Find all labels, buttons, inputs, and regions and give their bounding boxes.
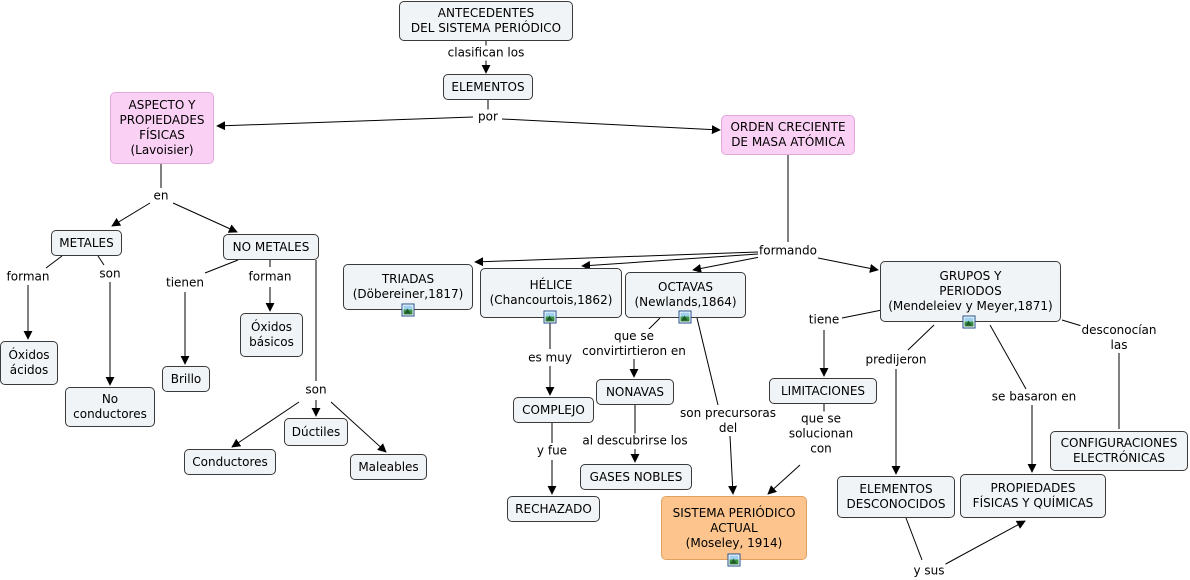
node-octavas[interactable]: OCTAVAS (Newlands,1864): [625, 272, 746, 318]
line-formando-helice: [581, 253, 759, 270]
node-elementos[interactable]: ELEMENTOS: [443, 74, 533, 100]
line-grupos-predijeron: [907, 324, 935, 351]
node-no-conductores[interactable]: No conductores: [65, 387, 155, 427]
node-helice[interactable]: HÉLICE (Chancourtois,1862): [480, 268, 622, 318]
link-label-formando: formando: [758, 243, 818, 259]
link-label-en: en: [152, 188, 170, 204]
link-label-es-muy: es muy: [527, 350, 573, 366]
node-metales[interactable]: METALES: [51, 230, 122, 256]
node-complejo[interactable]: COMPLEJO: [513, 397, 594, 423]
link-label-tiene: tiene: [807, 312, 841, 328]
node-aspecto-propiedades[interactable]: ASPECTO Y PROPIEDADES FÍSICAS (Lavoisier…: [110, 92, 214, 164]
node-ductiles[interactable]: Dúctiles: [284, 418, 348, 446]
node-oxidos-basicos[interactable]: Óxidos básicos: [240, 313, 303, 357]
line-metales-son: [97, 255, 105, 266]
node-orden-creciente[interactable]: ORDEN CRECIENTE DE MASA ATÓMICA: [721, 115, 855, 155]
node-maleables[interactable]: Maleables: [350, 454, 427, 480]
line-son-maleables: [330, 401, 387, 453]
line-octavas-queseconv: [647, 317, 661, 331]
line-ysus-propiedades: [941, 520, 1026, 567]
link-label-y-sus: y sus: [912, 563, 946, 579]
link-label-al-descubrirse: al descubrirse los: [581, 433, 689, 449]
line-son-conductores: [231, 401, 300, 448]
link-label-desconocian: desconocían las: [1080, 323, 1158, 353]
link-label-forman-metales: forman: [5, 269, 51, 285]
line-elementosdesc-ysus: [905, 517, 923, 561]
link-label-predijeron: predijeron: [864, 352, 928, 368]
link-label-forman-nometales: forman: [247, 269, 293, 285]
line-formando-triadas: [474, 251, 759, 267]
link-label-que-se-solucionan: que se solucionan con: [787, 411, 855, 457]
node-antecedentes[interactable]: ANTECEDENTES DEL SISTEMA PERIÓDICO: [399, 1, 573, 41]
link-label-por: por: [477, 109, 499, 125]
line-nometales-tienen: [204, 259, 239, 274]
image-icon[interactable]: [401, 303, 415, 317]
node-gases-nobles[interactable]: GASES NOBLES: [580, 464, 692, 490]
node-brillo[interactable]: Brillo: [162, 366, 210, 392]
node-no-metales[interactable]: NO METALES: [223, 234, 319, 260]
node-grupos-periodos[interactable]: GRUPOS Y PERIODOS (Mendeleiev y Meyer,18…: [880, 261, 1061, 322]
line-metales-forman: [45, 255, 63, 269]
line-grupos-tiene: [841, 309, 883, 319]
link-label-precursoras: son precursoras del: [679, 406, 777, 436]
node-elementos-desconocidos[interactable]: ELEMENTOS DESCONOCIDOS: [837, 476, 955, 518]
line-por-orden: [501, 118, 721, 135]
node-configuraciones-electronicas[interactable]: CONFIGURACIONES ELECTRÓNICAS: [1050, 431, 1188, 471]
line-formando-octavas: [692, 256, 761, 273]
line-en-nometales: [172, 202, 238, 233]
line-formando-grupos: [817, 257, 879, 273]
node-triadas[interactable]: TRIADAS (Döbereiner,1817): [343, 264, 473, 310]
image-icon[interactable]: [727, 553, 741, 567]
link-label-que-se-convirtieron: que se convirtirtieron en: [581, 329, 687, 359]
image-icon[interactable]: [678, 310, 692, 324]
link-label-son-metales: son: [98, 266, 122, 282]
link-label-clasifican: clasifican los: [446, 45, 526, 61]
line-precursoras-sistema: [728, 435, 738, 495]
node-conductores[interactable]: Conductores: [184, 449, 276, 475]
node-rechazado[interactable]: RECHAZADO: [507, 496, 600, 522]
node-oxidos-acidos[interactable]: Óxidos ácidos: [0, 341, 58, 385]
link-label-y-fue: y fue: [535, 443, 569, 459]
link-label-se-basaron: se basaron en: [990, 389, 1078, 405]
link-label-son-nometales: son: [304, 382, 328, 398]
node-limitaciones[interactable]: LIMITACIONES: [769, 378, 877, 404]
line-octavas-precursoras: [696, 317, 719, 406]
node-nonavas[interactable]: NONAVAS: [596, 379, 674, 405]
node-propiedades-fisicas-quimicas[interactable]: PROPIEDADES FÍSICAS Y QUÍMICAS: [960, 474, 1106, 518]
line-queseSol-sistema: [767, 464, 801, 495]
line-por-aspecto: [216, 116, 474, 131]
line-en-metales: [111, 202, 151, 227]
node-sistema-periodico-actual[interactable]: SISTEMA PERIÓDICO ACTUAL (Moseley, 1914): [661, 496, 807, 560]
image-icon[interactable]: [543, 310, 557, 324]
link-label-tienen: tienen: [164, 275, 206, 291]
line-grupos-sebasaron: [989, 324, 1027, 390]
image-icon[interactable]: [962, 315, 976, 329]
